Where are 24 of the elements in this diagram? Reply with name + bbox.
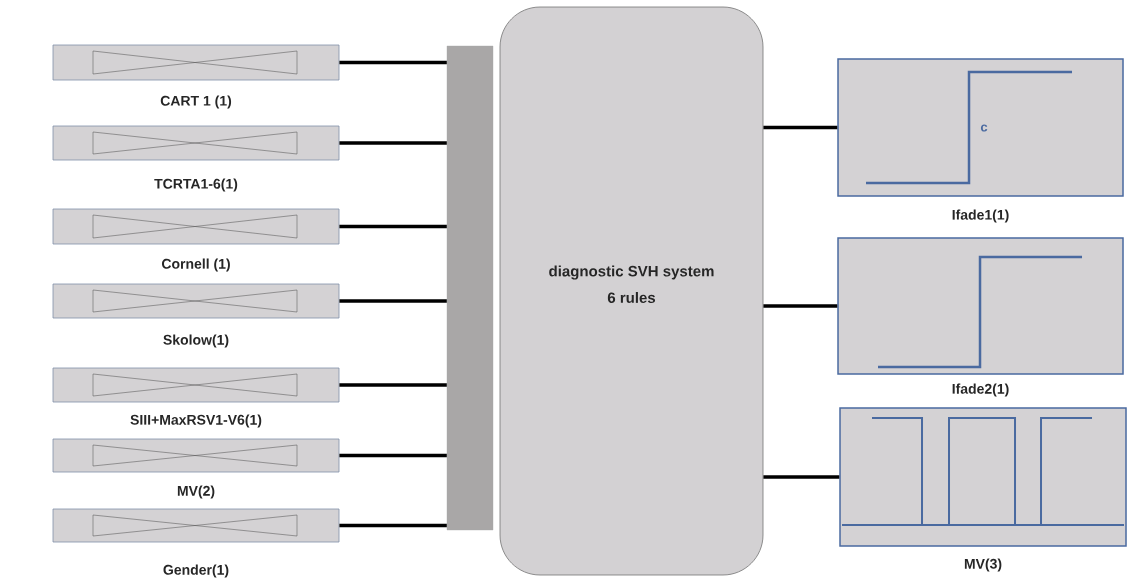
box-label: Gender(1) bbox=[163, 564, 229, 578]
connector-line bbox=[339, 141, 447, 145]
system-label: diagnostic SVH system bbox=[549, 265, 714, 280]
marker-letter: c bbox=[980, 124, 988, 132]
box-label: Ifade2(1) bbox=[952, 383, 1009, 397]
box-label: Skolow(1) bbox=[163, 334, 229, 348]
box-label: MV(3) bbox=[964, 558, 1002, 572]
box-label: MV(2) bbox=[177, 485, 215, 499]
connector-line bbox=[339, 453, 447, 458]
connector-line bbox=[763, 125, 838, 130]
box-label: SIII+MaxRSV1-V6(1) bbox=[130, 414, 262, 428]
connector-line bbox=[339, 60, 447, 65]
box-label: Cornell (1) bbox=[161, 258, 230, 272]
connector-line bbox=[339, 299, 447, 303]
connector-line bbox=[763, 304, 838, 308]
box-label: CART 1 (1) bbox=[160, 95, 232, 109]
connector-bar bbox=[446, 45, 494, 531]
connector-line bbox=[339, 523, 447, 528]
connector-line bbox=[339, 383, 447, 387]
box-label: TCRTA1-6(1) bbox=[154, 178, 238, 192]
box-label: Ifade1(1) bbox=[952, 209, 1009, 223]
connector-line bbox=[763, 475, 840, 479]
system-label: 6 rules bbox=[607, 292, 656, 303]
connector-line bbox=[339, 224, 447, 229]
